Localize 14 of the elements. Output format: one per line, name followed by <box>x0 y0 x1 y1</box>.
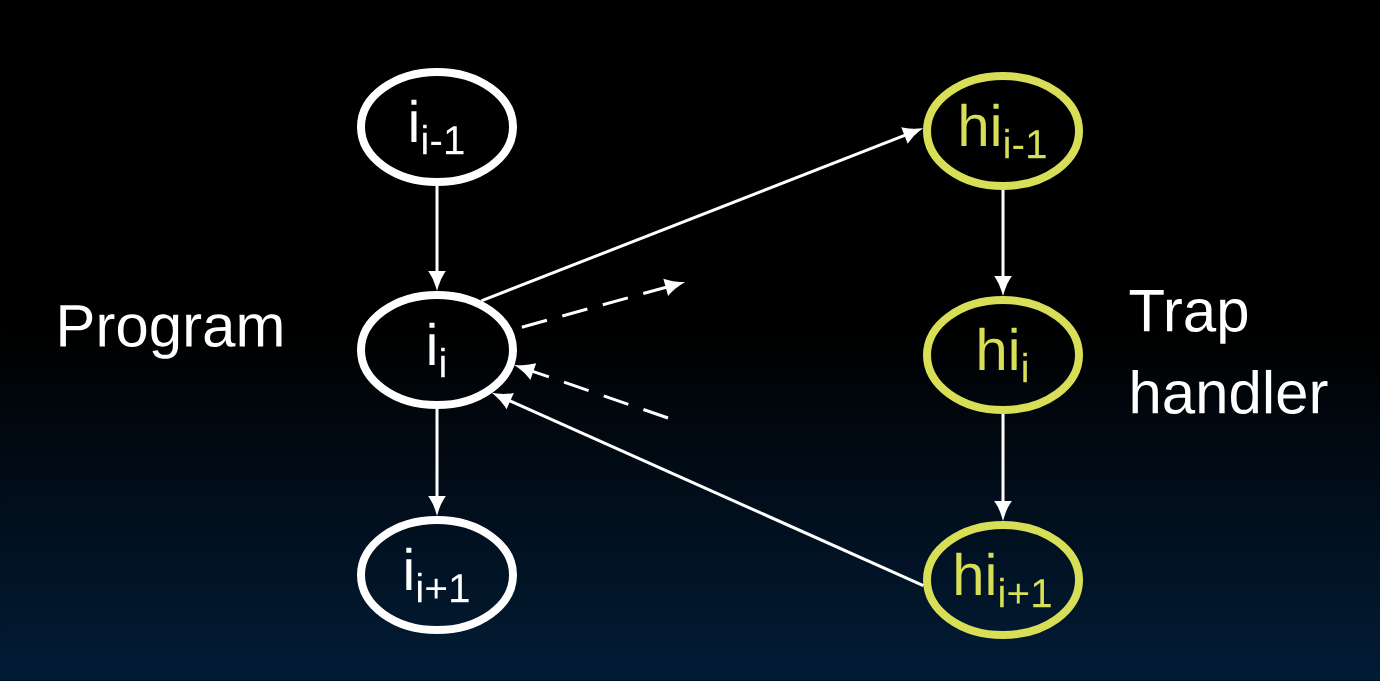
ellipse-node: i$_{i}$ <box>357 291 517 409</box>
arrow <box>995 414 1011 518</box>
arrow <box>995 190 1011 293</box>
dashed-arrow <box>517 363 669 420</box>
ellipse-node: i$_{i-1}$ <box>357 68 517 186</box>
ellipse-node: hi$_{i+1}$ <box>923 521 1083 639</box>
arrow <box>429 186 445 288</box>
ellipse-node: hi$_{i-1}$ <box>923 72 1083 190</box>
arrow <box>429 409 445 513</box>
arrow <box>495 393 924 587</box>
ellipse-node: i$_{i+1}$ <box>357 516 517 634</box>
text-label: Program <box>60 305 282 359</box>
text-label: Trap handler <box>1129 290 1328 414</box>
ellipse-node: hi$_{i}$ <box>923 296 1083 414</box>
